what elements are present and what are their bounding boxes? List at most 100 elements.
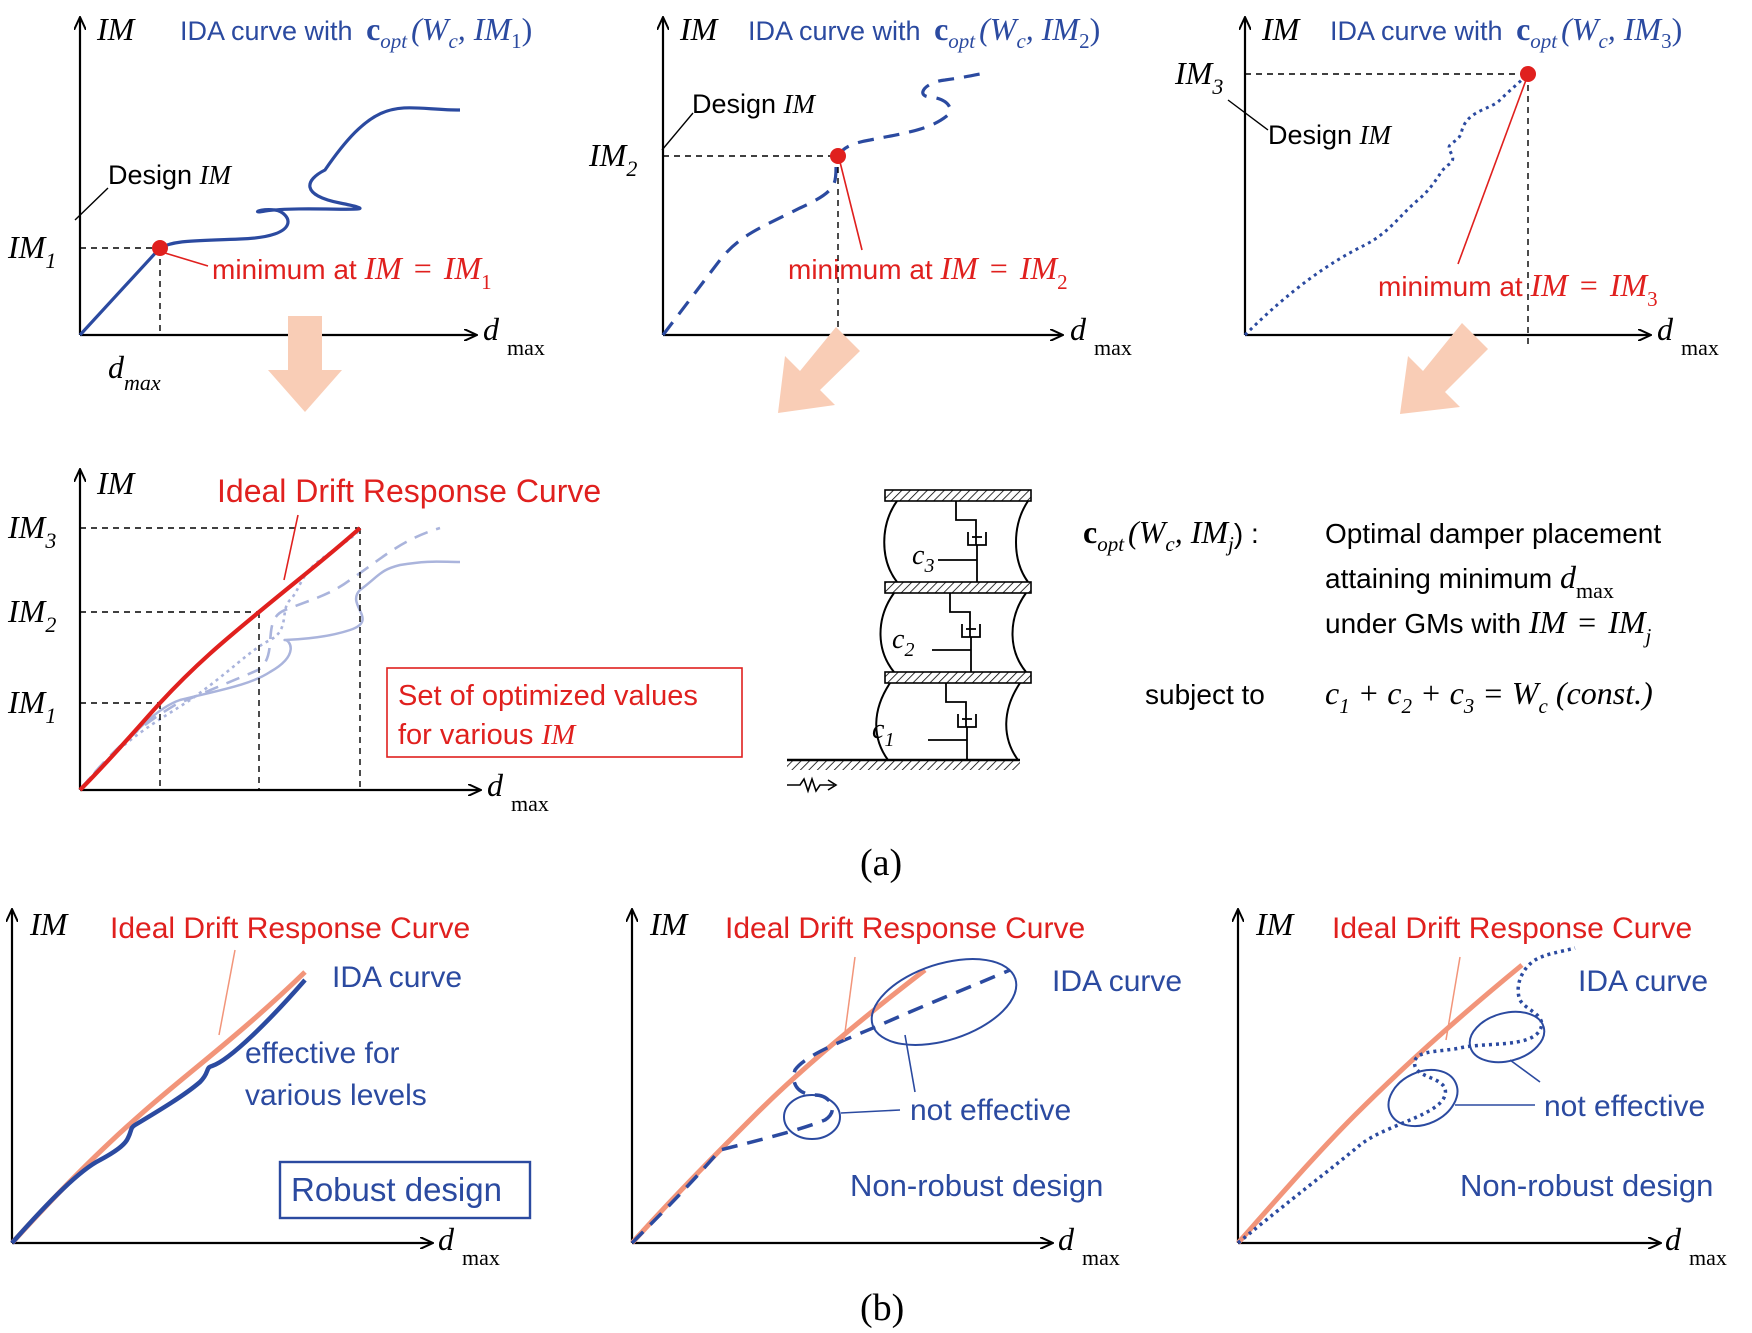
x-axis-label-sub: max bbox=[511, 791, 549, 816]
ida-curve bbox=[661, 71, 986, 336]
minimum-leader bbox=[839, 161, 863, 251]
not-effective-region bbox=[783, 1094, 841, 1140]
not-effective-region bbox=[1468, 1010, 1546, 1064]
minimum-leader bbox=[164, 252, 209, 267]
robust-design-box bbox=[278, 1160, 532, 1220]
im1-tick: IM1 bbox=[7, 229, 56, 273]
ideal-drift-curve bbox=[78, 526, 362, 792]
faded-ida-curve bbox=[79, 560, 461, 791]
y-axis-label: IM bbox=[1255, 906, 1296, 942]
column bbox=[883, 500, 898, 583]
plot-title: IDA curve with copt(Wc, IM2) bbox=[748, 11, 1100, 53]
plot-b2: IM d max Ideal Drift Response Curve IDA … bbox=[632, 906, 1182, 1270]
down-left-arrow bbox=[1400, 323, 1488, 414]
x-axis-label-sub: max bbox=[1094, 335, 1132, 360]
robust-design-label: Robust design bbox=[291, 1171, 502, 1208]
design-im-label: Design IM bbox=[108, 160, 233, 190]
y-axis-label: IM bbox=[29, 906, 70, 942]
im3-tick: IM3 bbox=[7, 509, 56, 553]
definition-line1: Optimal damper placement bbox=[1325, 518, 1661, 549]
design-im-label: Design IM bbox=[692, 89, 817, 119]
not-effective-region bbox=[1387, 1068, 1459, 1128]
column bbox=[1011, 592, 1027, 673]
floor-slab-2 bbox=[884, 581, 1032, 594]
not-effective-leader bbox=[840, 1109, 901, 1114]
ideal-leader bbox=[843, 956, 856, 1041]
column bbox=[1005, 682, 1021, 761]
x-axis-label-sub: max bbox=[1689, 1245, 1727, 1270]
x-axis-label-sub: max bbox=[1082, 1245, 1120, 1270]
plot-a2: IM d max IDA curve with copt(Wc, IM2) De… bbox=[588, 11, 1132, 360]
ideal-curve-label: Ideal Drift Response Curve bbox=[110, 912, 470, 945]
x-axis-label-sub: max bbox=[1681, 335, 1719, 360]
optimized-set-box bbox=[386, 667, 743, 758]
arrow-icon bbox=[827, 779, 838, 791]
ground-motion-icon bbox=[787, 776, 834, 794]
column bbox=[1015, 500, 1029, 583]
y-axis-label: IM bbox=[679, 11, 720, 47]
y-axis-label: IM bbox=[649, 906, 690, 942]
minimum-label: minimum at IM=IM1 bbox=[212, 250, 492, 294]
plot-title: IDA curve with copt(Wc, IM3) bbox=[1330, 11, 1682, 53]
minimum-point bbox=[152, 240, 168, 256]
minimum-point bbox=[830, 148, 846, 164]
caption-a: (a) bbox=[860, 842, 902, 884]
x-axis-label: d bbox=[1058, 1221, 1075, 1257]
ida-curve bbox=[10, 978, 307, 1245]
down-arrow bbox=[268, 316, 342, 412]
ida-curve-label: IDA curve bbox=[332, 961, 462, 994]
definition-line2: attaining minimum dmax bbox=[1325, 559, 1614, 603]
caption-b: (b) bbox=[860, 1287, 904, 1329]
column bbox=[875, 682, 891, 761]
minimum-label: minimum at IM=IM3 bbox=[1378, 267, 1658, 311]
not-effective-leader bbox=[1509, 1059, 1541, 1083]
damper-2 bbox=[932, 593, 981, 672]
design-leader bbox=[1227, 99, 1269, 131]
dmax-tick: dmax bbox=[108, 349, 161, 395]
ideal-curve-label: Ideal Drift Response Curve bbox=[725, 912, 1085, 945]
c3-label: c3 bbox=[912, 540, 934, 577]
effective-line1: effective for bbox=[245, 1037, 400, 1070]
column bbox=[879, 592, 895, 673]
faded-ida-curve bbox=[78, 529, 361, 791]
design-leader bbox=[74, 187, 109, 221]
design-leader bbox=[661, 112, 694, 151]
ida-curve bbox=[1243, 72, 1530, 337]
ideal-leader bbox=[218, 949, 236, 1036]
ideal-curve-label: Ideal Drift Response Curve bbox=[217, 473, 601, 509]
x-axis-label: d bbox=[1070, 311, 1087, 347]
plot-b3: IM d max Ideal Drift Response Curve IDA … bbox=[1238, 906, 1727, 1270]
y-axis-label: IM bbox=[96, 465, 137, 501]
floor-slab-3 bbox=[884, 489, 1032, 502]
x-axis-label: d bbox=[1657, 311, 1674, 347]
ideal-leader bbox=[1445, 956, 1461, 1041]
ida-curve-label: IDA curve bbox=[1578, 965, 1708, 998]
im2-tick: IM2 bbox=[588, 137, 637, 181]
copt-symbol: copt(Wc, IMj) : bbox=[1083, 514, 1259, 556]
optimized-set-line1: Set of optimized values bbox=[398, 680, 698, 712]
ideal-leader bbox=[283, 514, 299, 581]
ideal-drift-curve bbox=[630, 968, 927, 1245]
minimum-label: minimum at IM=IM2 bbox=[788, 250, 1068, 294]
subject-to-label: subject to bbox=[1145, 679, 1265, 710]
down-left-arrow bbox=[778, 327, 860, 413]
ideal-curve-label: Ideal Drift Response Curve bbox=[1332, 912, 1692, 945]
not-effective-leader bbox=[904, 1034, 916, 1093]
floor-slab-1 bbox=[884, 671, 1032, 684]
non-robust-design-label: Non-robust design bbox=[1460, 1168, 1713, 1203]
c2-label: c2 bbox=[892, 624, 914, 661]
y-axis-label: IM bbox=[1261, 11, 1302, 47]
plot-a4: IM d max Ideal Drift Response Curve IM3 … bbox=[7, 465, 743, 816]
not-effective-label: not effective bbox=[910, 1094, 1071, 1127]
plot-b1: IM d max Ideal Drift Response Curve IDA … bbox=[10, 906, 532, 1270]
not-effective-region bbox=[870, 958, 1018, 1046]
non-robust-design-label: Non-robust design bbox=[850, 1168, 1103, 1203]
plot-a1: IM d max IDA curve with copt(Wc, IM1) De… bbox=[7, 11, 545, 395]
optimized-set-line2: for various IM bbox=[398, 719, 577, 751]
im1-tick: IM1 bbox=[7, 684, 56, 728]
definition: copt(Wc, IMj) : Optimal damper placement… bbox=[1083, 514, 1661, 718]
ground-hatch bbox=[787, 761, 1020, 770]
x-axis-label-sub: max bbox=[462, 1245, 500, 1270]
damper-1 bbox=[928, 683, 977, 760]
